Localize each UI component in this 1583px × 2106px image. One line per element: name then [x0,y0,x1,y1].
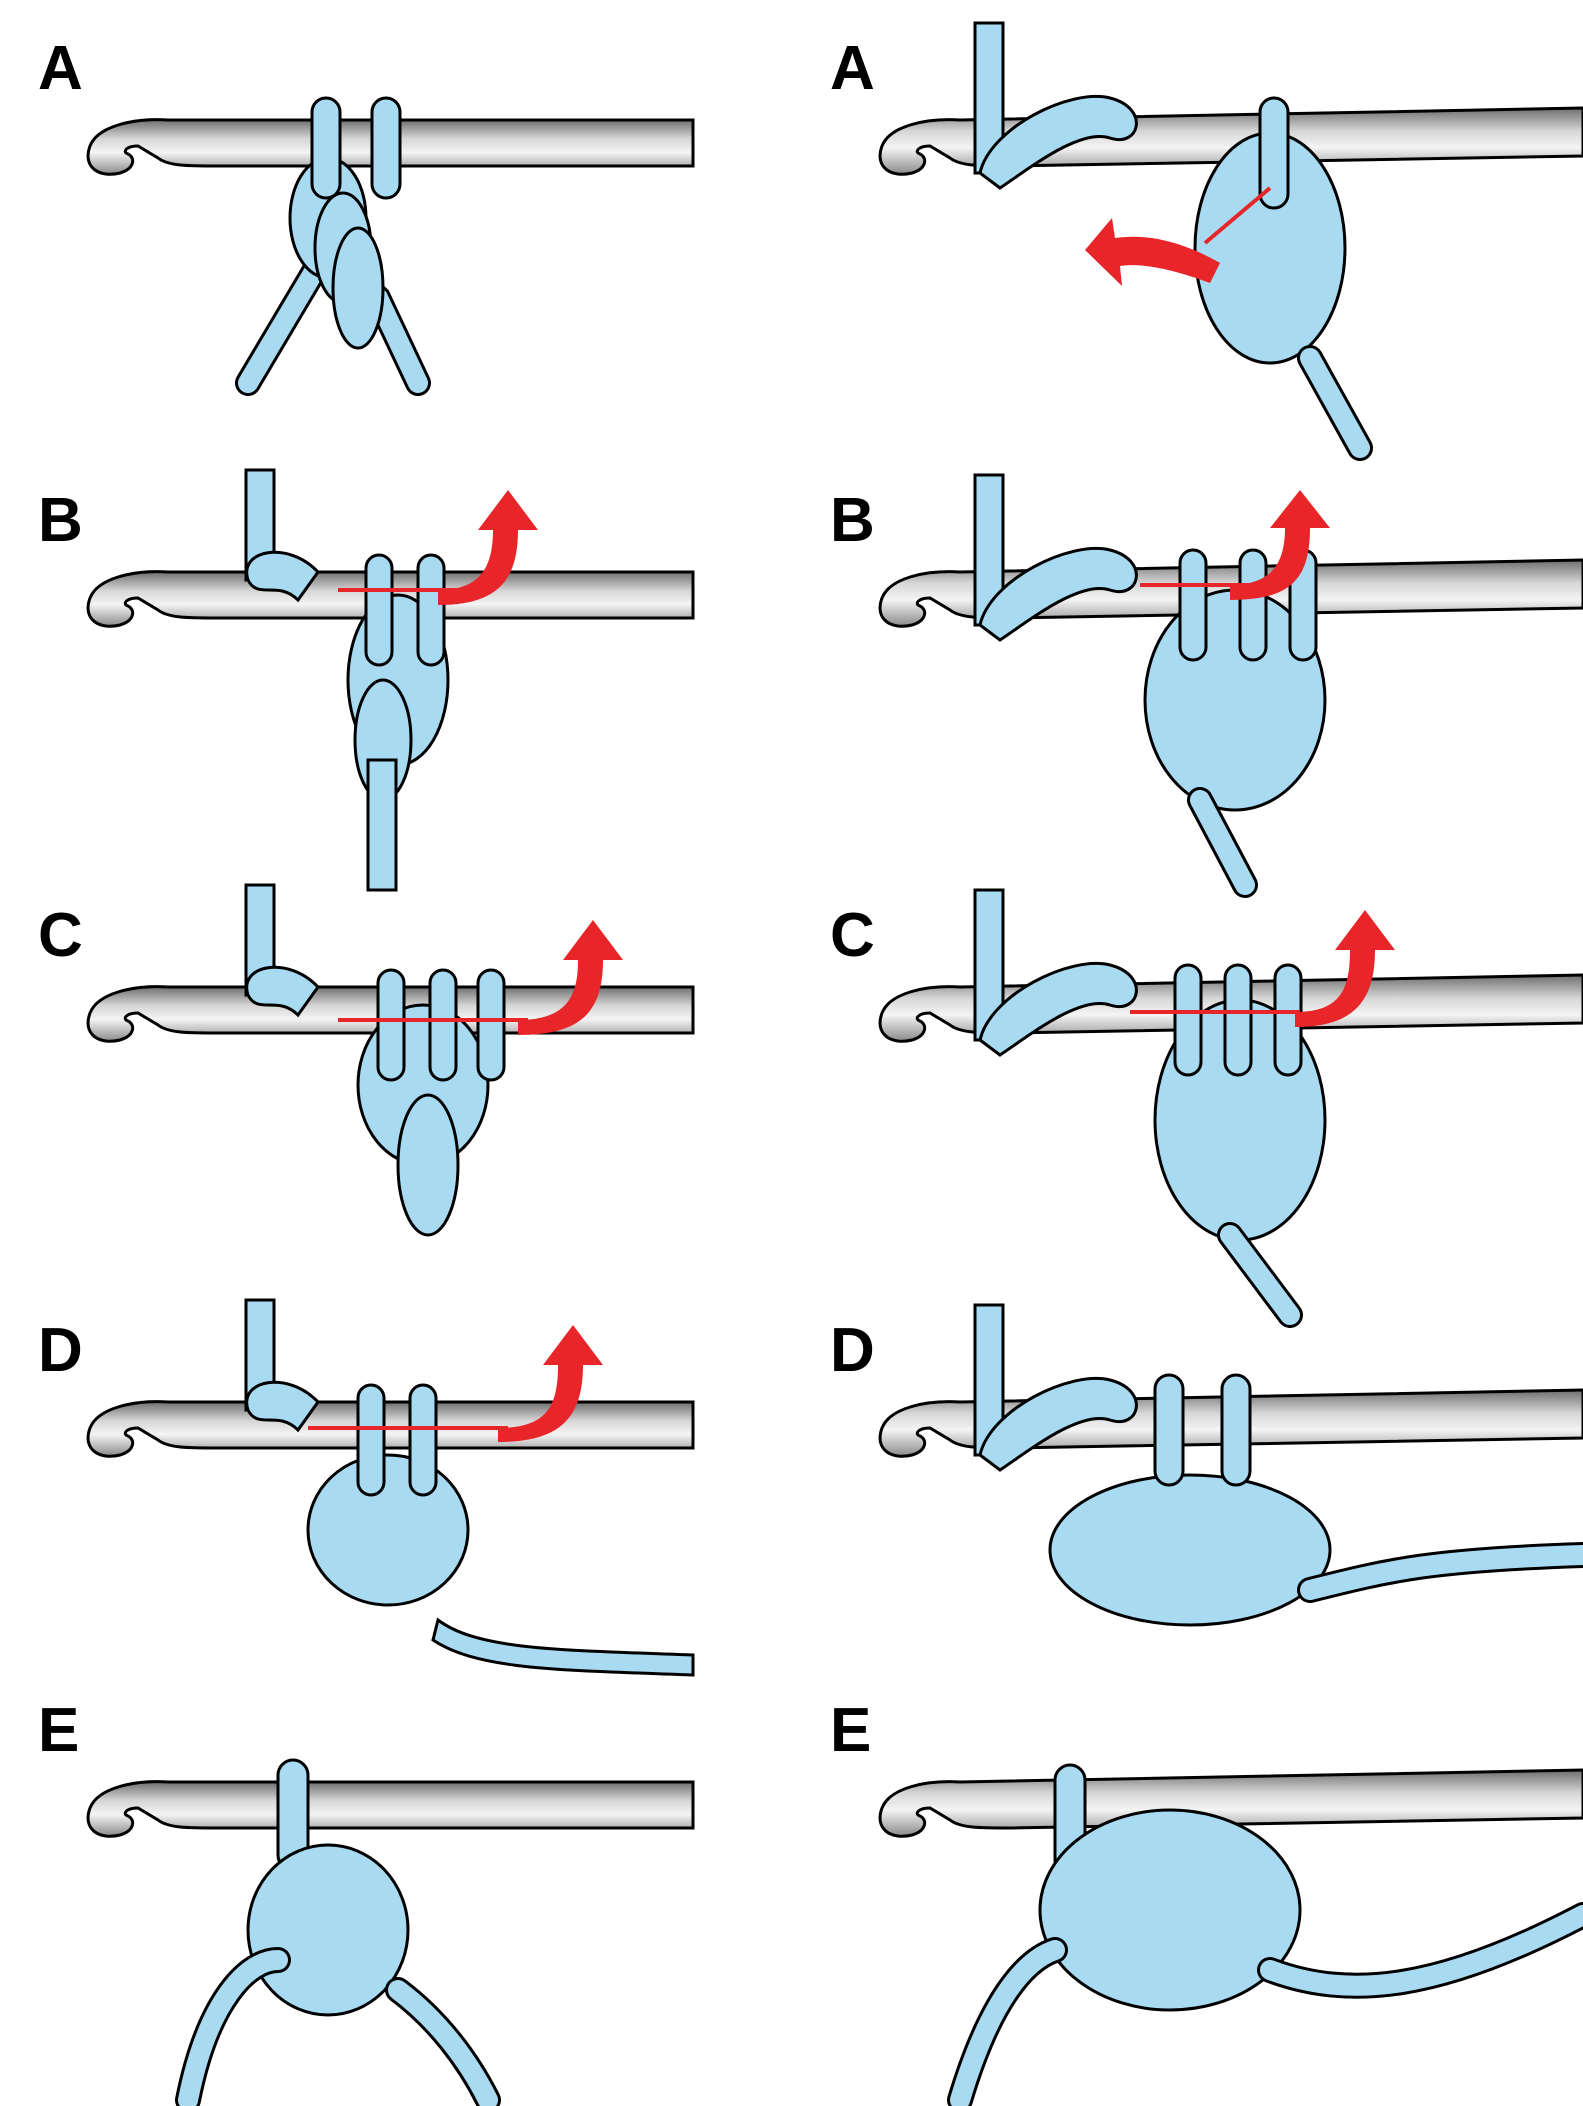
step-panel-right-b: B [830,490,1560,890]
step-panel-right-d: D [830,1320,1560,1720]
step-panel-left-c: C [38,905,768,1305]
step-panel-left-d: D [38,1320,768,1720]
yarn-loops [246,1300,693,1675]
crochet-illustration [830,38,1560,438]
step-panel-right-e: E [830,1700,1560,2100]
yarn-loops [246,470,448,890]
crochet-illustration [38,38,768,438]
yarn-loops [975,23,1360,448]
crochet-illustration [38,1700,768,2100]
crochet-illustration [830,1320,1560,1720]
crochet-illustration [38,905,768,1305]
crochet-illustration [38,1320,768,1720]
yarn-loops [975,1305,1583,1625]
step-panel-left-b: B [38,490,768,890]
step-panel-left-e: E [38,1700,768,2100]
crochet-illustration [830,1700,1560,2100]
crochet-illustration [830,905,1560,1305]
crochet-hook-icon [88,1782,693,1837]
yarn-loops [975,475,1325,885]
crochet-illustration [38,490,768,890]
step-panel-right-c: C [830,905,1560,1305]
step-panel-left-a: A [38,38,768,438]
yarn-loops [975,890,1325,1315]
crochet-illustration [830,490,1560,890]
step-panel-right-a: A [830,38,1560,438]
yarn-loops [246,885,504,1235]
